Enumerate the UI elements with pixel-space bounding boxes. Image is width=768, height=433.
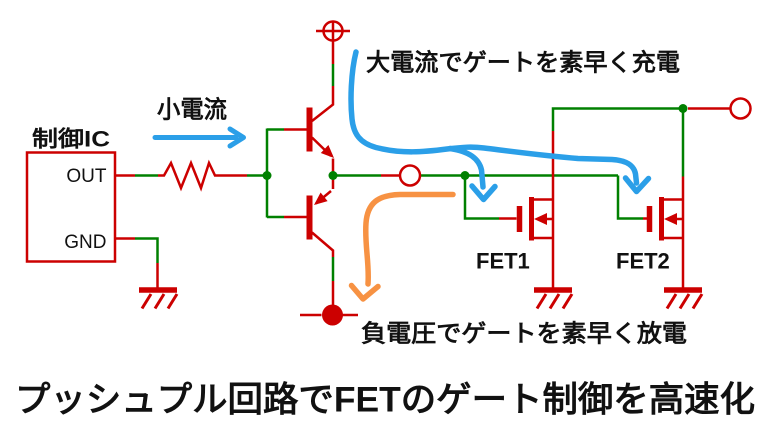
control-ic-box bbox=[25, 151, 117, 263]
charge-annotation: 大電流でゲートを素早く充電 bbox=[366, 49, 680, 77]
ground-symbol-fet2 bbox=[664, 287, 704, 310]
fet1-stubs bbox=[533, 198, 555, 240]
charge-arrowhead-fet2 bbox=[622, 175, 652, 195]
ground-hatches bbox=[665, 293, 704, 310]
small-current-label: 小電流 bbox=[157, 97, 227, 124]
junction-dot bbox=[262, 171, 272, 180]
ground-symbol-fet1 bbox=[534, 287, 574, 310]
charge-current-arrow bbox=[348, 49, 652, 203]
mosfet-fet2 bbox=[646, 197, 685, 241]
small-current-arrowhead bbox=[227, 126, 246, 149]
wire-gnd-pin bbox=[115, 237, 159, 288]
fet1-label: FET1 bbox=[476, 249, 530, 274]
small-current-arrow bbox=[152, 126, 246, 149]
negative-supply-terminal bbox=[322, 304, 343, 326]
fet2-stubs bbox=[663, 198, 685, 240]
diagram-caption: プッシュプル回路でFETのゲート制御を高速化 bbox=[15, 381, 755, 420]
wire-fet1-gate-branch bbox=[463, 175, 499, 220]
junction-dot bbox=[460, 171, 470, 180]
fet2-arrowhead bbox=[664, 213, 677, 225]
junction-dots bbox=[262, 104, 688, 180]
control-ic-label: 制御IC bbox=[32, 127, 110, 152]
charge-arrow-branch bbox=[447, 145, 486, 190]
junction-dot bbox=[678, 104, 688, 113]
pin-label-out: OUT bbox=[66, 166, 107, 187]
red-filled-parts bbox=[314, 145, 677, 326]
npn-emitter-arrowhead bbox=[320, 145, 334, 158]
load-terminal bbox=[729, 97, 752, 120]
ground-hatches bbox=[535, 293, 574, 310]
wire-fet1-drain-top bbox=[551, 107, 683, 131]
wires-green bbox=[135, 64, 685, 281]
fet2-label: FET2 bbox=[616, 249, 670, 274]
npn-collector bbox=[311, 86, 335, 122]
wire-ic-gnd bbox=[135, 237, 159, 263]
charge-arrowhead-fet1 bbox=[469, 183, 498, 203]
charge-arrow-main bbox=[348, 49, 640, 186]
mosfet-fet1 bbox=[516, 197, 555, 241]
wire-fet2-gate-branch bbox=[616, 175, 643, 220]
ground-hatches bbox=[140, 293, 179, 310]
fet1-arrowhead bbox=[534, 213, 547, 225]
pnp-collector bbox=[311, 231, 335, 257]
discharge-arrow-shaft bbox=[362, 191, 456, 287]
ground-symbol-ic bbox=[139, 287, 179, 310]
plus-terminal-cross bbox=[316, 21, 350, 41]
pushpull-output-terminal bbox=[398, 164, 422, 187]
positive-supply-terminal bbox=[316, 20, 350, 42]
wires-red bbox=[25, 20, 752, 317]
discharge-annotation: 負電圧でゲートを素早く放電 bbox=[361, 320, 687, 348]
pin-label-gnd: GND bbox=[64, 232, 106, 253]
resistor-zigzag bbox=[158, 159, 247, 192]
pnp-emitter-arrowhead bbox=[314, 192, 328, 205]
discharge-arrowhead bbox=[348, 282, 381, 302]
discharge-current-arrow bbox=[348, 191, 456, 302]
junction-dot bbox=[328, 171, 338, 180]
